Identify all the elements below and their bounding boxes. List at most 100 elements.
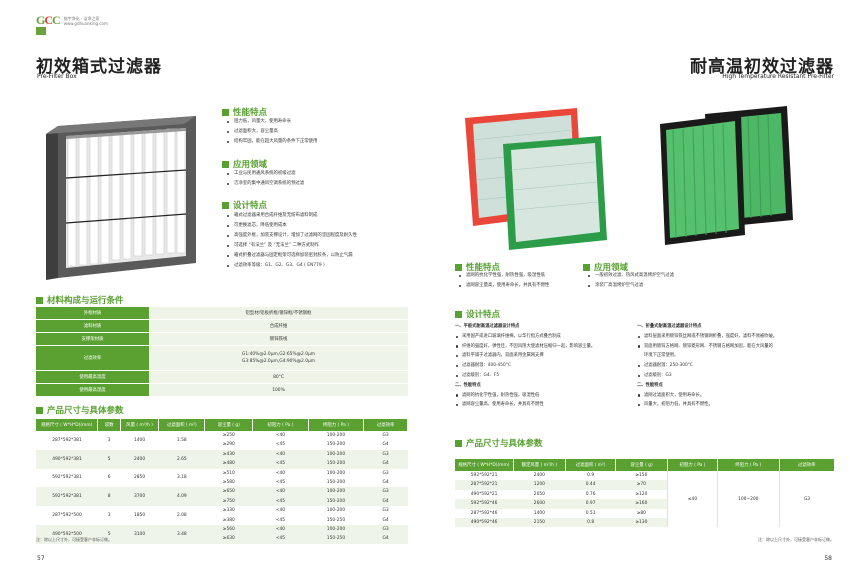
table-cell: 100-200 (308, 487, 364, 497)
table-cell: 490*592*381 (36, 449, 98, 469)
design-list-folded: 一、折叠式耐高温过滤器设计特点滤料层面采用镀锌铁丝网或不锈钢网折叠，强度好，滤料… (637, 322, 777, 410)
table-cell: <40 (252, 487, 309, 497)
list-item: 工业与民用通风系统的初级过滤 (226, 169, 304, 179)
table-cell: G4 (363, 496, 408, 507)
product-params-heading: 产品尺寸与具体参数 (36, 404, 124, 416)
table-cell: 2150 (513, 518, 566, 528)
table-cell-shared-initial: ≤40 (666, 471, 718, 528)
section-bullet-icon (36, 406, 43, 414)
table-cell: 1400 (133, 437, 146, 443)
table-cell: <45 (252, 496, 309, 507)
product-table: 规格尺寸 ( W*H*D)(mm) 袋数 风量 ( m³/h ) 过滤面积 ( … (36, 419, 408, 544)
section-bullet-icon (455, 263, 462, 271)
table-cell: 2.65 (158, 449, 205, 469)
table-cell: 287*592*381 (52, 437, 82, 443)
list-item: 过滤效率等级：G1、G2、G3、G4 ( EN779 ) (226, 261, 357, 271)
table-cell: 0.8 (565, 518, 616, 528)
table-row: 外框材质铝型材/铝板折框/镀锌框/不锈钢框 (36, 307, 408, 320)
section-bullet-icon (455, 310, 462, 318)
table-cell: ≥150 (635, 473, 648, 478)
table-cell: G4 (363, 534, 408, 544)
table-cell: G4 (363, 459, 408, 469)
list-item: 双面用镀锌方格网、镀锌菱形网、不锈钢方格网加固，能在大风量的 (637, 342, 777, 352)
list-item: 涂装厂高温烤炉空气过滤 (587, 281, 674, 291)
table-cell: ≥510 (222, 470, 235, 476)
list-item: 采用国产或进口玻璃纤维棉，以华行指方式叠合制成 (455, 332, 595, 342)
page-number: 58 (824, 555, 832, 562)
page-title: 初效箱式过滤器 (36, 57, 162, 77)
table-cell-shared-grade: G3 (778, 471, 835, 528)
product-table: 规格尺寸 ( W*H*D)(mm) 额定风量 ( m³/h ) 过滤面积 ( m… (455, 459, 836, 528)
table-cell: ≥330 (222, 508, 235, 514)
applications-heading: 应用领域 (583, 261, 628, 273)
table-cell: 3100 (120, 525, 159, 544)
list-item: 二、性能特点 (637, 382, 663, 388)
section-bullet-icon (222, 108, 229, 116)
table-cell: 6 (107, 475, 111, 481)
list-item: 环境下正常使用。 (644, 353, 679, 359)
table-cell: ≥650 (204, 487, 253, 497)
table-cell: <45 (275, 517, 286, 523)
table-cell: 1200 (513, 480, 566, 490)
table-cell: ≥630 (204, 534, 253, 544)
table-cell: 100-200 (326, 470, 346, 476)
table-cell: 0.76 (585, 491, 596, 497)
table-cell: G3 (382, 433, 389, 438)
table-cell: <40 (252, 525, 309, 535)
table-cell: ≥430 (204, 449, 253, 460)
table-cell: 287*592*46 (470, 510, 498, 516)
table-cell: 1.58 (176, 437, 187, 443)
list-item: 阻力低，风量大，使用寿命长 (226, 117, 317, 127)
footnote: 注：除以上尺寸外，可接受客户非标订做。 (36, 537, 112, 542)
list-item: 风量大，初阻力低，并具有不燃性。 (637, 400, 777, 410)
table-cell: 1400 (533, 510, 545, 516)
list-item: 洁净室的集中通风空调系统的预过滤 (226, 179, 304, 189)
list-item: 一、平板式耐高温过滤器设计特点 (455, 324, 520, 329)
design-list-flat: 一、平板式耐高温过滤器设计特点采用国产或进口玻璃纤维棉，以华行指方式叠合制成纤维… (455, 322, 595, 410)
materials-table: 外框材质铝型材/铝板折框/镀锌框/不锈钢框 滤料材质合成纤维 支撑架材质镀锌铁线… (36, 307, 408, 397)
materials-heading: 材料构成与运行条件 (36, 294, 124, 306)
list-item: 滤网的抗化学性强，耐热性强，吸湿性低 (455, 391, 595, 401)
design-heading: 设计特点 (222, 199, 267, 211)
table-cell: 4.09 (158, 487, 205, 507)
table-cell: 150-200 (326, 480, 346, 486)
list-item: 二、性能特点 (455, 382, 481, 388)
list-item: 箱式折叠过滤器与固定框架可选择加装密封胶条，以防止气漏 (226, 251, 357, 261)
table-cell: ≥560 (204, 525, 253, 535)
table-header-row: 规格尺寸 ( W*H*D)(mm) 额定风量 ( m³/h ) 过滤面积 ( m… (455, 459, 836, 471)
table-cell: 2600 (513, 499, 566, 509)
list-item: 一般初效过滤、热风式高温烤炉空气过滤 (587, 271, 674, 281)
table-cell: <40 (252, 449, 309, 460)
table-cell: <45 (252, 534, 309, 544)
high-temp-filter-image (455, 100, 835, 254)
applications-heading: 应用领域 (222, 158, 267, 170)
table-cell: ≥290 (222, 442, 235, 448)
box-filter-image (36, 108, 206, 292)
product-params-heading: 产品尺寸与具体参数 (455, 437, 543, 449)
list-item: 滤料层面采用镀锌铁丝网或不锈钢网折叠，强度好，滤料不易被吹破。 (637, 332, 777, 342)
table-cell: 8 (97, 487, 121, 507)
table-cell: G3 (363, 449, 408, 460)
list-item: 滤网的抗化学性强，耐热性强，吸湿性低 (458, 271, 549, 281)
list-item: 纤维的强度好，弹性佳，不因风阻大使滤材压缩归一起，影响容尘量。 (455, 342, 595, 352)
page-title: 耐高温初效过滤器 (690, 57, 834, 77)
table-cell: G4 (382, 442, 389, 448)
table-cell: 592*592*46 (455, 499, 514, 509)
table-cell: ≥160 (615, 499, 668, 509)
design-heading: 设计特点 (455, 308, 500, 320)
page-subtitle: High Temperature Resistant Pre-Filter (722, 73, 834, 80)
